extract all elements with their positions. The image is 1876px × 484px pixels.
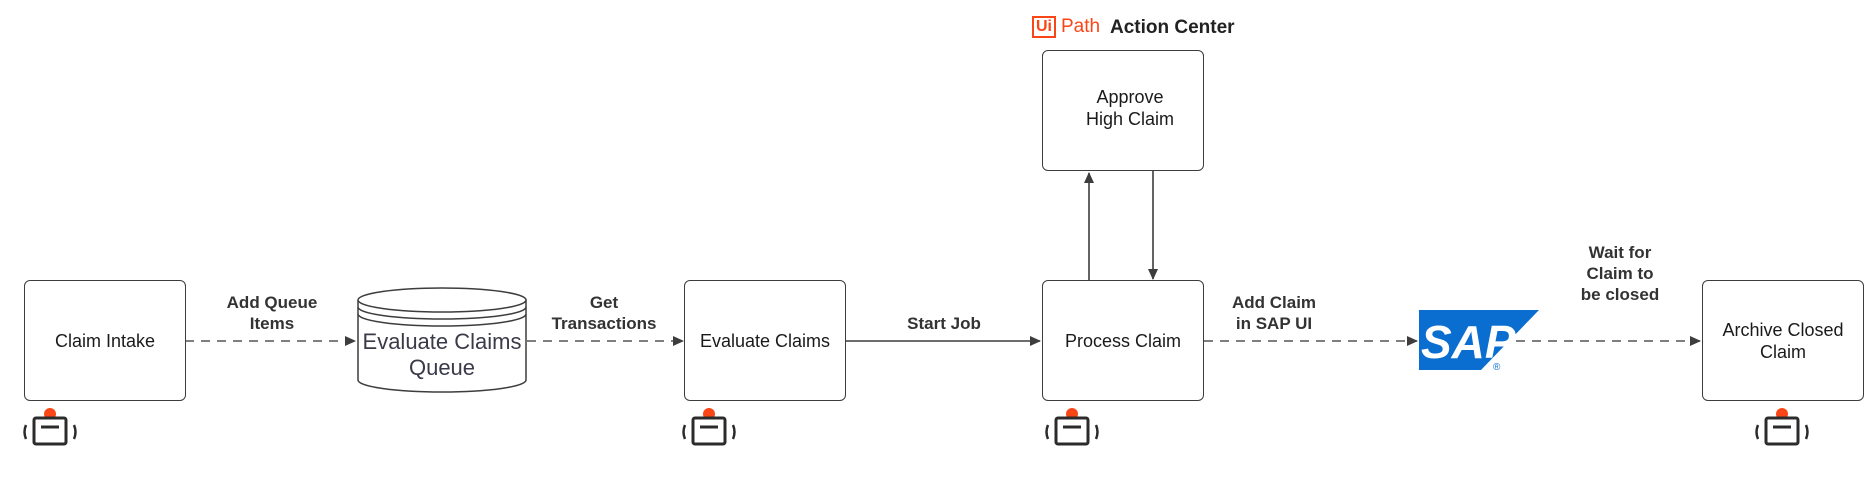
queue-cylinder bbox=[357, 287, 527, 393]
sap-logo: SAP ® bbox=[1419, 310, 1539, 373]
node-label: Archive Closed Claim bbox=[1722, 319, 1844, 362]
robot-icon-archive bbox=[1755, 408, 1809, 446]
robot-icon-evaluate bbox=[682, 408, 736, 446]
edge-label-add-queue-items: Add Queue Items bbox=[226, 293, 318, 333]
node-archive-closed-claim: Archive Closed Claim bbox=[1702, 280, 1864, 401]
robot-icon-process bbox=[1045, 408, 1099, 446]
edge-label-get-transactions: Get Transactions bbox=[551, 293, 657, 333]
edge-label-wait-closed: Wait for Claim to be closed bbox=[1580, 243, 1660, 304]
node-label: Process Claim bbox=[1064, 330, 1182, 351]
node-label: Claim Intake bbox=[54, 330, 156, 351]
edge-label-start-job: Start Job bbox=[907, 314, 981, 333]
svg-text:SAP: SAP bbox=[1421, 316, 1516, 368]
node-label: Evaluate Claims bbox=[699, 330, 831, 351]
node-process-claim: Process Claim bbox=[1042, 280, 1204, 401]
queue-label: Evaluate Claims Queue bbox=[362, 329, 522, 380]
edge-label-add-claim-sap: Add Claim in SAP UI bbox=[1231, 293, 1317, 333]
uipath-ui-badge: Ui bbox=[1032, 16, 1056, 38]
action-center-title: Action Center bbox=[1110, 17, 1235, 38]
node-approve-high-claim bbox=[1042, 50, 1204, 171]
svg-text:®: ® bbox=[1493, 362, 1501, 373]
node-evaluate-claims: Evaluate Claims bbox=[684, 280, 846, 401]
uipath-path-text: Path bbox=[1061, 16, 1101, 37]
robot-icon-intake bbox=[23, 408, 77, 446]
node-claim-intake: Claim Intake bbox=[24, 280, 186, 401]
node-label-approve: Approve High Claim bbox=[1085, 87, 1175, 129]
